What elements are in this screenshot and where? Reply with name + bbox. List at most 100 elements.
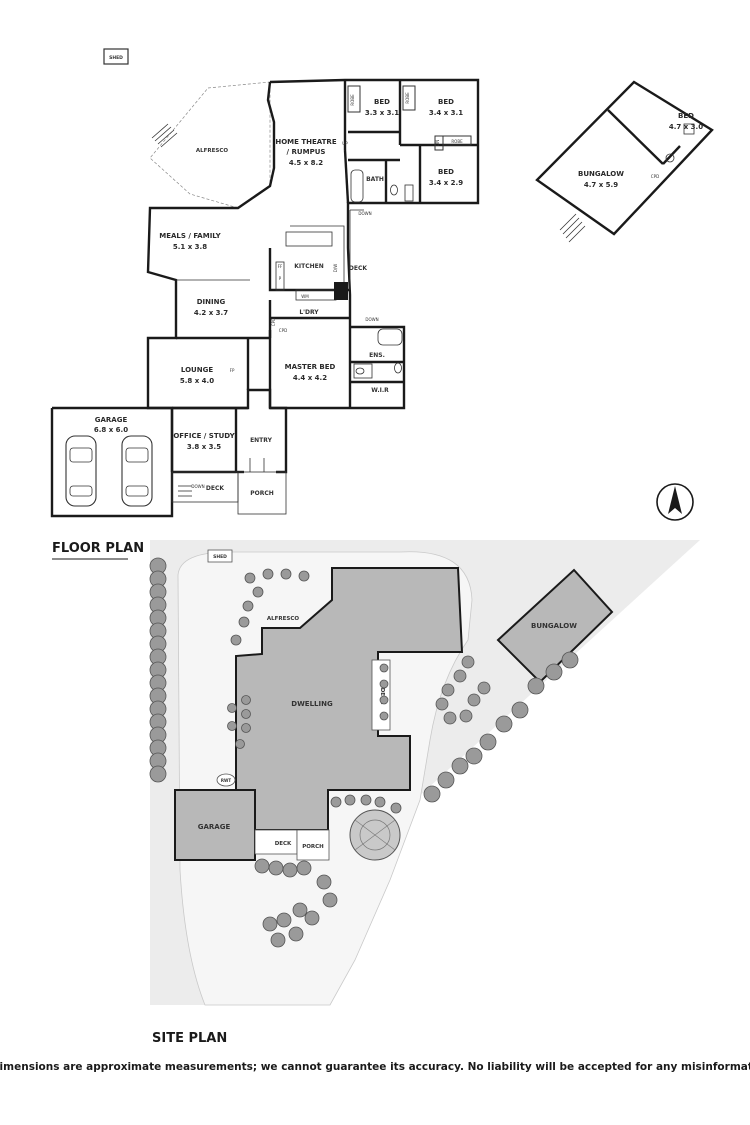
shrub-icon xyxy=(437,771,455,789)
shrub-icon xyxy=(241,723,251,733)
shrub-icon xyxy=(238,616,250,628)
kitchen-fittings xyxy=(275,225,348,301)
robe3-label: ROBE xyxy=(451,139,463,145)
cpd1-label: CPD xyxy=(271,318,277,326)
bungalow-label: BUNGALOW xyxy=(578,170,624,178)
kitchen-label: KITCHEN xyxy=(294,263,324,270)
office-dims: 3.8 x 3.5 xyxy=(187,443,221,451)
wm-label: WM xyxy=(301,294,309,300)
bed2-label: BED xyxy=(438,98,454,106)
bed1-label: BED xyxy=(374,98,390,106)
rwt-tank-icon xyxy=(216,773,236,787)
bed2-dims: 3.4 x 3.1 xyxy=(429,109,463,117)
site-plan: BUNGALOW DWELLING GARAGE DECK PORCH DECK… xyxy=(149,540,700,1046)
shrub-icon xyxy=(262,568,274,580)
shrub-icon xyxy=(495,715,513,733)
site-garage xyxy=(174,789,256,861)
large-tree-icon xyxy=(349,809,401,861)
home-theatre-label-2: / RUMPUS xyxy=(287,148,326,156)
site-deck-front-label: DECK xyxy=(275,841,292,847)
deck-east-label: DECK xyxy=(349,265,367,272)
garage-label: GARAGE xyxy=(95,416,128,424)
site-bungalow xyxy=(496,568,614,684)
master-bed-dims: 4.4 x 4.2 xyxy=(293,374,327,382)
shrub-icon xyxy=(461,655,475,669)
site-bungalow-label: BUNGALOW xyxy=(531,622,577,630)
dining-dims: 4.2 x 3.7 xyxy=(194,309,228,317)
shrub-icon xyxy=(242,600,254,612)
dw-label: D/W xyxy=(333,264,339,273)
floor-plan-heading: FLOOR PLAN xyxy=(52,541,144,556)
shrub-icon xyxy=(235,739,245,749)
garage-dims: 6.8 x 6.0 xyxy=(94,426,128,434)
home-theatre-label: HOME THEATRE xyxy=(275,138,336,146)
shrub-icon xyxy=(230,634,242,646)
site-porch xyxy=(296,829,330,861)
alfresco-outline xyxy=(149,81,271,209)
shrub-icon xyxy=(477,681,491,695)
shrub-icon xyxy=(423,785,441,803)
shrub-icon xyxy=(254,858,270,874)
shrub-icon xyxy=(379,663,389,673)
site-rwt-label: RWT xyxy=(221,778,231,783)
shrub-icon xyxy=(379,711,389,721)
shrub-icon xyxy=(304,910,320,926)
site-plan-heading: SITE PLAN xyxy=(152,1031,227,1046)
down2-label: DOWN xyxy=(365,317,378,323)
shrub-icon xyxy=(296,860,312,876)
lin-label: LIN xyxy=(435,140,441,146)
bungalow-bed-dims: 4.7 x 3.0 xyxy=(669,123,703,131)
shrub-icon xyxy=(344,794,356,806)
robe1-label: ROBE xyxy=(350,94,356,106)
down1-label: DOWN xyxy=(358,211,371,217)
p-label: P xyxy=(279,276,282,282)
porch-label: PORCH xyxy=(250,490,274,497)
site-shed xyxy=(207,549,233,563)
alfresco-steps xyxy=(151,123,178,148)
disclaimer-text: Dimensions are approximate measurements;… xyxy=(0,1061,750,1073)
site-porch-label: PORCH xyxy=(302,844,324,850)
shrub-icon xyxy=(241,695,251,705)
garage-cars xyxy=(65,435,153,507)
front-steps xyxy=(178,458,265,497)
alfresco-label: ALFRESCO xyxy=(196,148,229,154)
meals-label: MEALS / FAMILY xyxy=(159,232,221,240)
bungalow-dims: 4.7 x 5.9 xyxy=(584,181,618,189)
shrub-icon xyxy=(316,874,332,890)
shrub-icon xyxy=(360,794,372,806)
shrub-icon xyxy=(465,747,483,765)
site-deck-front xyxy=(254,829,298,855)
laundry-label: L'DRY xyxy=(299,309,319,316)
cpd2-label: CPD xyxy=(279,328,287,334)
shrub-icon xyxy=(379,679,389,689)
shrub-icon xyxy=(298,570,310,582)
shrub-icon xyxy=(561,651,579,669)
lounge-label: LOUNGE xyxy=(181,366,213,374)
shrub-icon xyxy=(545,663,563,681)
bungalow-bed-label: BED xyxy=(678,112,694,120)
bed3-dims: 3.4 x 2.9 xyxy=(429,179,463,187)
shrub-icon xyxy=(227,721,237,731)
robe2-label: ROBE xyxy=(405,92,411,104)
shrub-icon xyxy=(511,701,529,719)
shrub-icon xyxy=(288,926,304,942)
bed1-dims: 3.3 x 3.1 xyxy=(365,109,399,117)
shrub-icon xyxy=(527,677,545,695)
shrub-icon xyxy=(149,765,167,783)
deck-front-label: DECK xyxy=(206,485,224,492)
shrub-icon xyxy=(280,568,292,580)
site-shed-label: SHED xyxy=(213,554,227,560)
shrub-icon xyxy=(459,709,473,723)
dining-label: DINING xyxy=(197,298,226,306)
shrub-icon xyxy=(443,711,457,725)
shrub-icon xyxy=(390,802,402,814)
entry-label: ENTRY xyxy=(250,437,273,444)
shrub-icon xyxy=(374,796,386,808)
shrub-icon xyxy=(227,703,237,713)
shed-outline: SHED xyxy=(103,48,129,65)
master-bed-label: MASTER BED xyxy=(285,363,336,371)
down3-label: DOWN xyxy=(191,484,204,490)
shed-label: SHED xyxy=(109,55,123,61)
north-arrow-icon xyxy=(656,483,694,521)
